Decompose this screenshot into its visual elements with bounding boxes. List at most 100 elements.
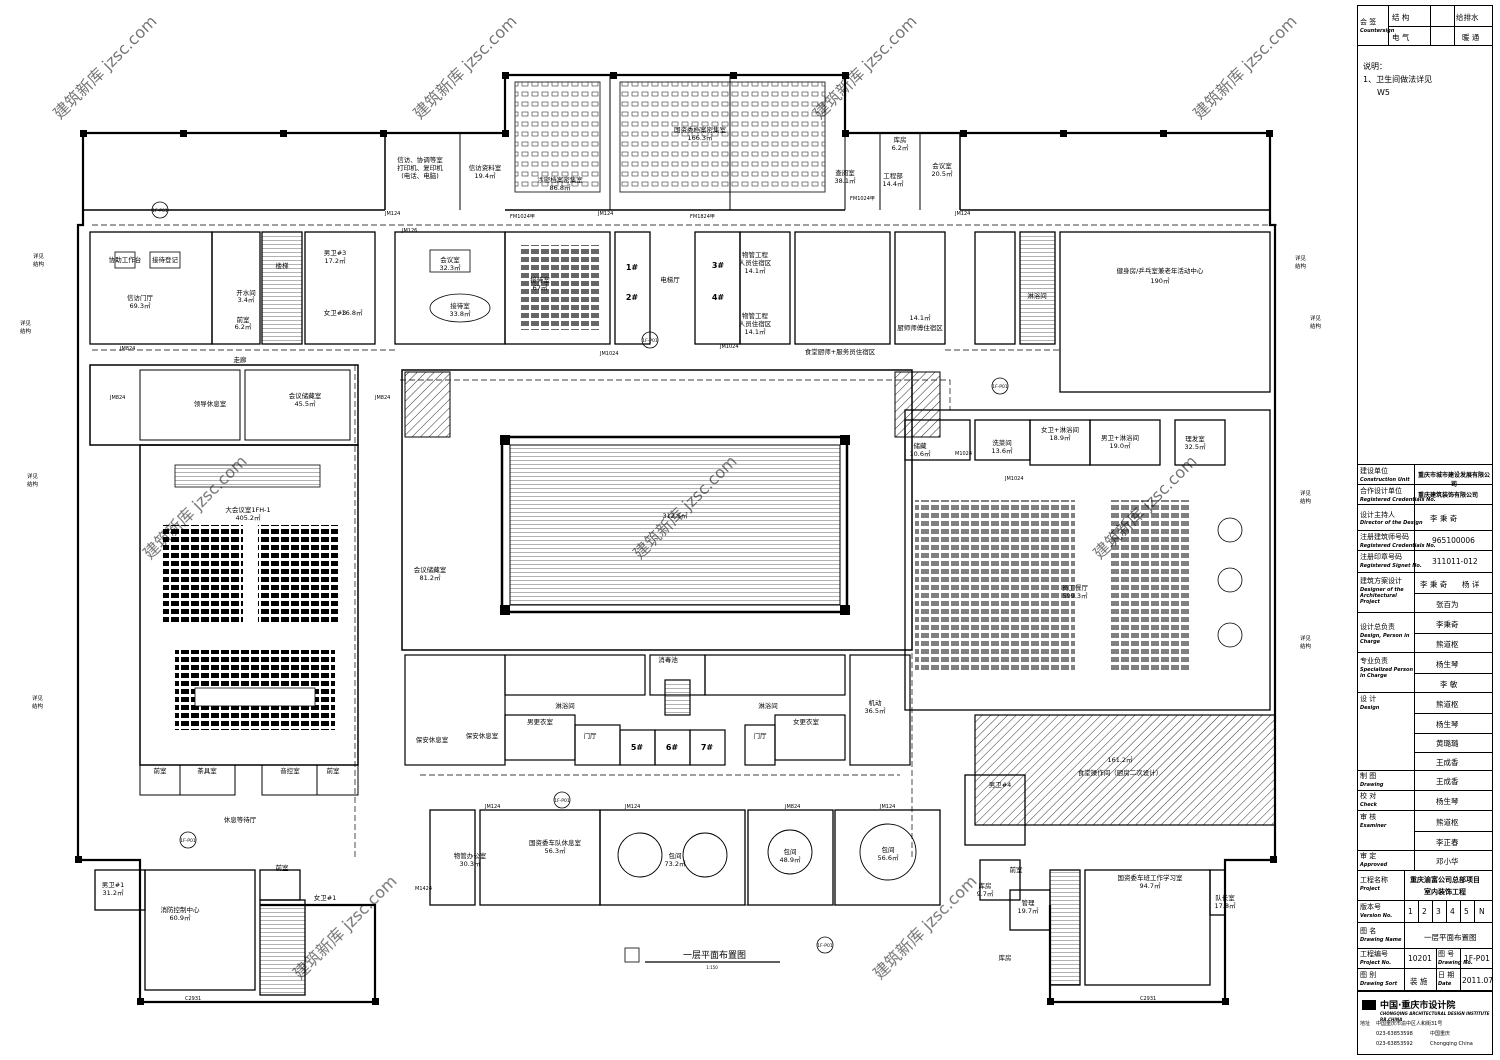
room-area: 67㎡ (533, 283, 548, 292)
director-label: 设计主持人 (1360, 511, 1395, 519)
room-label: 保安休息室 (416, 735, 449, 744)
seal-value: 311011-012 (1432, 557, 1478, 566)
ver-en: Version No. (1360, 913, 1393, 919)
svg-text:5#: 5# (631, 743, 644, 752)
design-1: 熊道枢 (1436, 700, 1459, 709)
room-label: 会议储藏室 (414, 565, 447, 574)
city-value: 中国重庆 (1430, 1031, 1451, 1037)
svg-text:详见: 详见 (1295, 254, 1307, 262)
room-area: 20.5㎡ (932, 169, 953, 178)
room-area: 86.8㎡ (550, 183, 571, 192)
room-label: 前室 (154, 766, 168, 775)
notes-line: W5 (1377, 88, 1390, 97)
design-2: 杨生琴 (1436, 720, 1459, 729)
appr-label: 审 定 (1360, 852, 1377, 860)
seal-en: Registered Signet No. (1360, 563, 1422, 569)
svg-text:JM124: JM124 (624, 804, 640, 810)
institute-en: CHONGQING ARCHITECTURAL DESIGN INSTITUTE… (1380, 1011, 1490, 1022)
dno-value: 1F-P01 (1464, 954, 1490, 963)
room-label: 涉密档案密集室 (537, 175, 583, 184)
room-label: 机动 (869, 698, 883, 707)
room-label: 消毒池 (658, 655, 678, 664)
draw-en: Drawing (1360, 782, 1384, 788)
room-label: 库房 (979, 881, 992, 890)
cat-en: Drawing Sort (1360, 981, 1398, 987)
coop-en: Registered Credentials No. (1360, 497, 1436, 503)
proj-value-2: 室内装饰工程 (1424, 888, 1466, 896)
fax-value: 023-63853592 (1376, 1041, 1413, 1047)
room-area: 161.2㎡ (1107, 755, 1133, 764)
svg-text:C2931: C2931 (1140, 996, 1156, 1002)
room-label: 物管工程 (742, 311, 769, 320)
room-label: 库房 (999, 953, 1012, 962)
proj-en: Project (1360, 886, 1380, 892)
room-area: 6.2㎡ (235, 322, 252, 331)
svg-text:结构: 结构 (1310, 322, 1322, 330)
room-label: 开水间 (236, 288, 256, 297)
room-area: 14.1㎡ (910, 313, 931, 322)
notes-header: 说明： (1363, 62, 1387, 71)
design-en: Design (1360, 705, 1380, 711)
coop-label: 合作设计单位 (1360, 487, 1402, 495)
svg-text:FM1024甲: FM1024甲 (510, 214, 535, 220)
arch-designer-2: 杨 详 (1462, 580, 1480, 589)
ver-4: 4 (1450, 907, 1455, 916)
design-3: 黄璐璐 (1436, 739, 1459, 748)
grand-hall (89, 364, 359, 796)
room-label: 保安休息室 (466, 731, 499, 740)
room-area: 10.6㎡ (910, 449, 931, 458)
director-value: 李 秉 奇 (1430, 514, 1458, 523)
room-label: 大会议室1FH-1 (225, 505, 270, 514)
room-label: 洗菜间 (992, 438, 1012, 447)
room-area: 16.8㎡ (342, 308, 363, 317)
notes: 说明： 1、卫生间做法详见 W5 (1363, 60, 1432, 99)
upper-left-block (89, 231, 1271, 393)
ver-3: 3 (1436, 907, 1441, 916)
room-label: 楼梯 (276, 261, 290, 270)
chief-label: 设计总负责 (1360, 623, 1395, 631)
room-label: 管理 (1022, 898, 1036, 907)
room-area: 312.5㎡ (662, 511, 688, 520)
room-label: 信访、协调等室 (397, 155, 443, 164)
svg-text:结构: 结构 (20, 327, 32, 335)
notes-line: 1、卫生间做法详见 (1363, 75, 1433, 84)
room-label: 接待室 (530, 275, 550, 284)
room-area: 599.3㎡ (1062, 591, 1088, 600)
room-area: 405.2㎡ (235, 513, 261, 522)
svg-text:JM124: JM124 (597, 211, 613, 217)
svg-text:JM824: JM824 (784, 804, 800, 810)
room-area: 60.9㎡ (170, 913, 191, 922)
room-area: 6.2㎡ (892, 143, 909, 152)
room-label: 包间 (784, 847, 797, 856)
svg-text:C2931: C2931 (185, 996, 201, 1002)
svg-text:2#: 2# (626, 293, 639, 302)
room-label: 淋浴间 (1027, 291, 1047, 300)
pno-label: 工程编号 (1360, 950, 1388, 958)
room-area: 73.2㎡ (665, 859, 686, 868)
chief-2: 熊道枢 (1436, 640, 1459, 649)
arch-en: Designer of the Architectural Project (1360, 587, 1404, 605)
svg-text:结构: 结构 (33, 260, 45, 268)
city-en: Chongqing China (1430, 1041, 1473, 1047)
arch-label: 建筑方案设计 (1360, 577, 1402, 585)
draw-value: 王成香 (1436, 777, 1459, 786)
room-label: 音控室 (280, 766, 300, 775)
room-label: 领导休息室 (194, 399, 227, 408)
svg-text:详见: 详见 (33, 252, 45, 260)
svg-text:1F-P01: 1F-P01 (180, 838, 196, 844)
restaurant (904, 409, 1276, 846)
exam-2: 李正春 (1436, 838, 1459, 847)
svg-text:1F-P01: 1F-P01 (817, 943, 833, 949)
room-area: 14.1㎡ (745, 266, 766, 275)
svg-text:结构: 结构 (27, 480, 39, 488)
room-label: 前室 (237, 315, 251, 324)
room-area: 14.1㎡ (745, 327, 766, 336)
room-label: 门厅 (754, 731, 768, 740)
room-label: 库房 (894, 135, 907, 144)
room-area: 33.8㎡ (450, 309, 471, 318)
spec-1: 杨生琴 (1436, 660, 1459, 669)
svg-text:一层平面布置图: 一层平面布置图 (683, 949, 746, 961)
room-label: 会议室 (932, 161, 952, 170)
svg-text:建筑新库 jzsc.com: 建筑新库 jzsc.com (869, 872, 980, 983)
countersign-label: 会 签 (1360, 18, 1377, 26)
